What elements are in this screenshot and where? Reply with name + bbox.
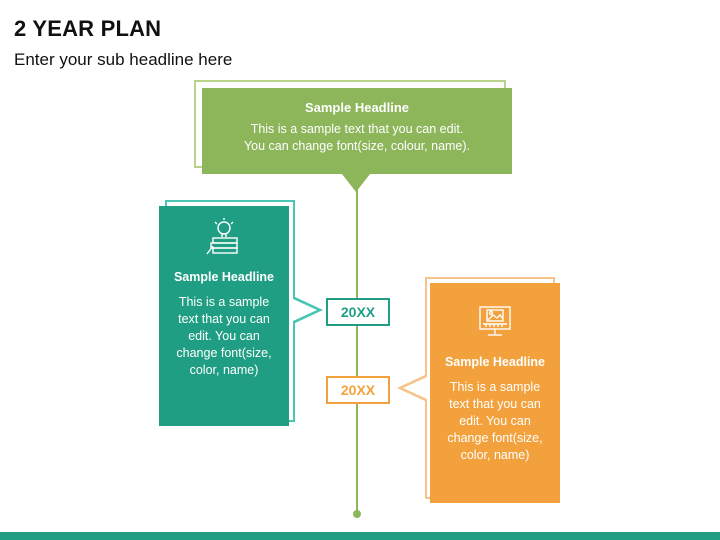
year-badge-1: 20XX (326, 298, 390, 326)
timeline-line (356, 186, 358, 512)
left-box: Sample Headline This is a sample text th… (159, 206, 289, 426)
top-box: Sample Headline This is a sample text th… (202, 88, 512, 174)
top-box-text-line2: You can change font(size, colour, name). (243, 139, 471, 153)
left-box-text: This is a sample text that you can edit.… (176, 295, 272, 377)
idea-books-pencil-icon (206, 218, 238, 255)
year-badge-2: 20XX (326, 376, 390, 404)
page-subtitle: Enter your sub headline here (14, 50, 233, 69)
computer-image-icon (479, 306, 511, 336)
right-box: Sample Headline This is a sample text th… (430, 283, 560, 503)
right-box-text: This is a sample text that you can edit.… (447, 380, 543, 462)
left-box-pointer-inner (293, 299, 317, 321)
right-box-headline: Sample Headline (444, 355, 546, 369)
page-title: 2 YEAR PLAN (14, 16, 162, 41)
top-box-headline: Sample Headline (304, 100, 410, 115)
right-box-pointer-inner (403, 377, 427, 399)
top-box-pointer (342, 174, 370, 192)
top-box-text-line1: This is a sample text that you can edit. (250, 122, 464, 136)
timeline-end-dot (353, 510, 361, 518)
top-box-text: This is a sample text that you can edit.… (202, 121, 512, 155)
left-box-headline: Sample Headline (173, 270, 275, 284)
footer-bar (0, 532, 720, 540)
